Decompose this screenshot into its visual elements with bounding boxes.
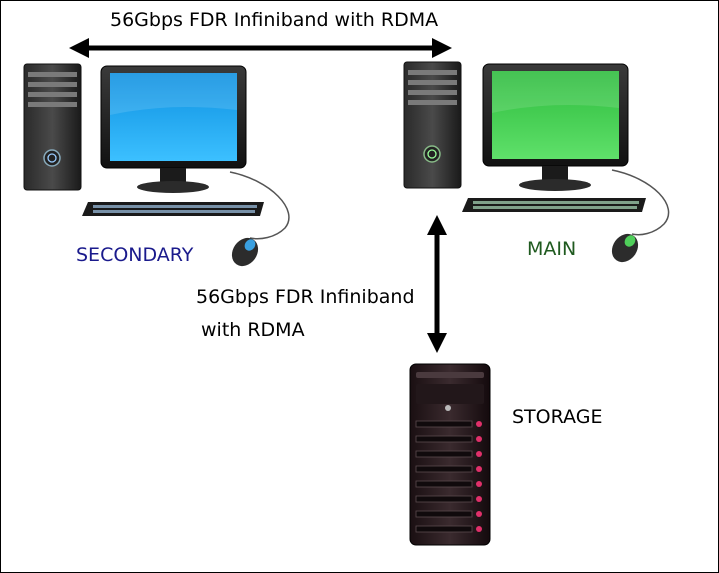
storage-drive-bays bbox=[415, 420, 482, 533]
top-link-label: 56Gbps FDR Infiniband with RDMA bbox=[110, 9, 439, 31]
storage-link-label-line1: 56Gbps FDR Infiniband bbox=[196, 286, 415, 308]
main-computer-icon bbox=[403, 61, 670, 263]
main-label: MAIN bbox=[527, 238, 577, 260]
storage-label: STORAGE bbox=[512, 406, 603, 428]
secondary-computer-icon bbox=[23, 63, 290, 267]
storage-link-label-line2: with RDMA bbox=[201, 319, 305, 341]
secondary-label: SECONDARY bbox=[76, 244, 194, 266]
storage-server-icon bbox=[409, 363, 491, 546]
